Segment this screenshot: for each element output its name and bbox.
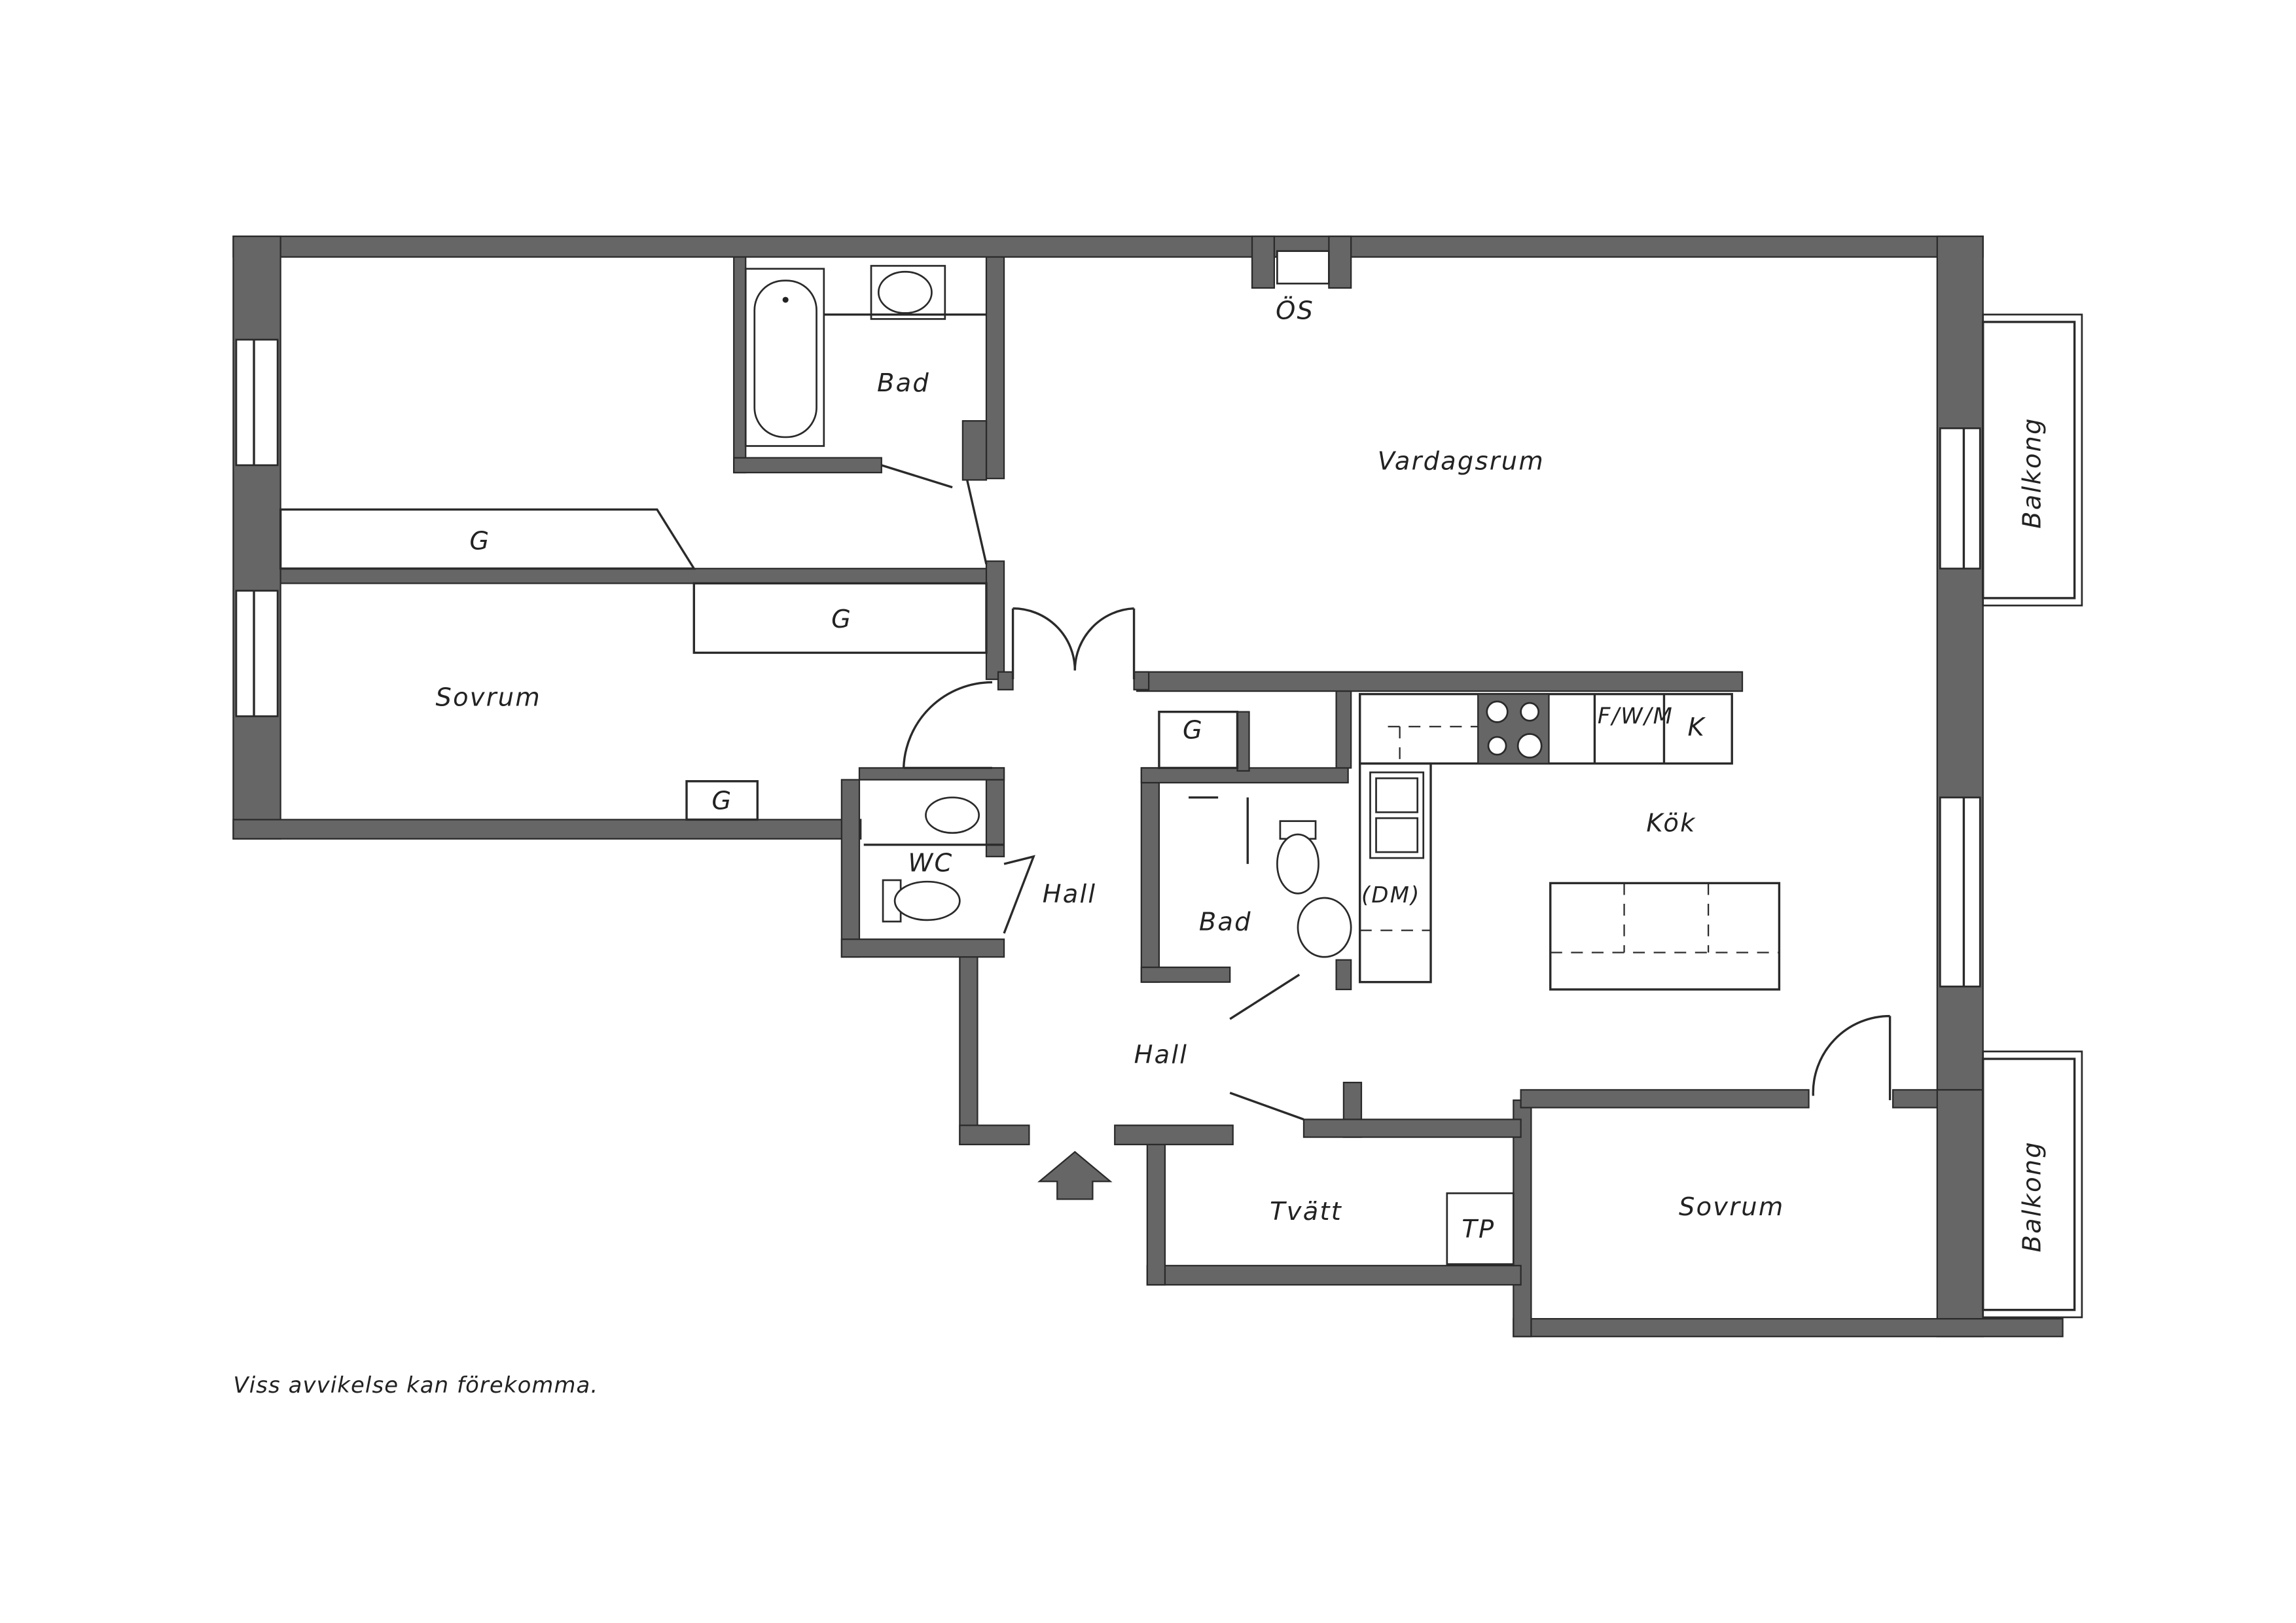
wardrobe-bed1: [279, 508, 696, 570]
label-tvatt: Tvätt: [1270, 1197, 1342, 1226]
label-os: ÖS: [1276, 295, 1314, 325]
label-balkong-bottom: Balkong: [2018, 1141, 2047, 1253]
shower-icon: [1189, 796, 1249, 865]
wardrobe-bed2: [692, 582, 988, 654]
label-hall-upper: Hall: [1043, 880, 1097, 909]
sink-icon: [925, 796, 980, 834]
chimney-icon: [1276, 250, 1330, 285]
label-wc: WC: [908, 848, 953, 878]
label-g-bed1: G: [469, 526, 490, 556]
sink-icon: [870, 264, 946, 320]
toilet-icon: [882, 879, 961, 923]
doors: [881, 464, 1892, 1121]
label-bad-top: Bad: [877, 368, 930, 398]
label-g-hall: G: [1183, 715, 1204, 745]
label-sovrum-left: Sovrum: [436, 683, 541, 713]
label-balkong-top: Balkong: [2018, 417, 2047, 529]
label-tp: TP: [1462, 1215, 1495, 1244]
kitchen-island: [1549, 882, 1781, 991]
windows: [235, 338, 1981, 988]
label-g-bed2: G: [831, 605, 852, 634]
tp-cabinet: [1446, 1192, 1515, 1266]
balcony-bottom: [1982, 1050, 2083, 1319]
label-fwm: F/W/M: [1598, 704, 1674, 729]
toilet-icon: [1276, 820, 1319, 895]
label-dm: (DM): [1361, 882, 1421, 908]
disclaimer-note: Viss avvikelse kan förekomma.: [233, 1372, 598, 1398]
label-k: K: [1688, 713, 1706, 742]
label-g-sovrum: G: [711, 787, 732, 816]
wardrobe-sovrum: [685, 780, 759, 821]
label-kok: Kök: [1646, 808, 1696, 838]
label-bad-mid: Bad: [1199, 908, 1252, 937]
kitchen-sink-icon: [1369, 771, 1425, 859]
bathtub-icon: [744, 268, 825, 447]
label-vardagsrum: Vardagsrum: [1378, 447, 1545, 476]
interior-walls: [279, 235, 1810, 1138]
balcony-top: [1982, 313, 2083, 607]
label-sovrum-right: Sovrum: [1679, 1192, 1784, 1222]
label-hall-lower: Hall: [1134, 1041, 1189, 1070]
entrance-arrow-icon: [1037, 1150, 1113, 1200]
sink-icon: [1297, 897, 1352, 958]
